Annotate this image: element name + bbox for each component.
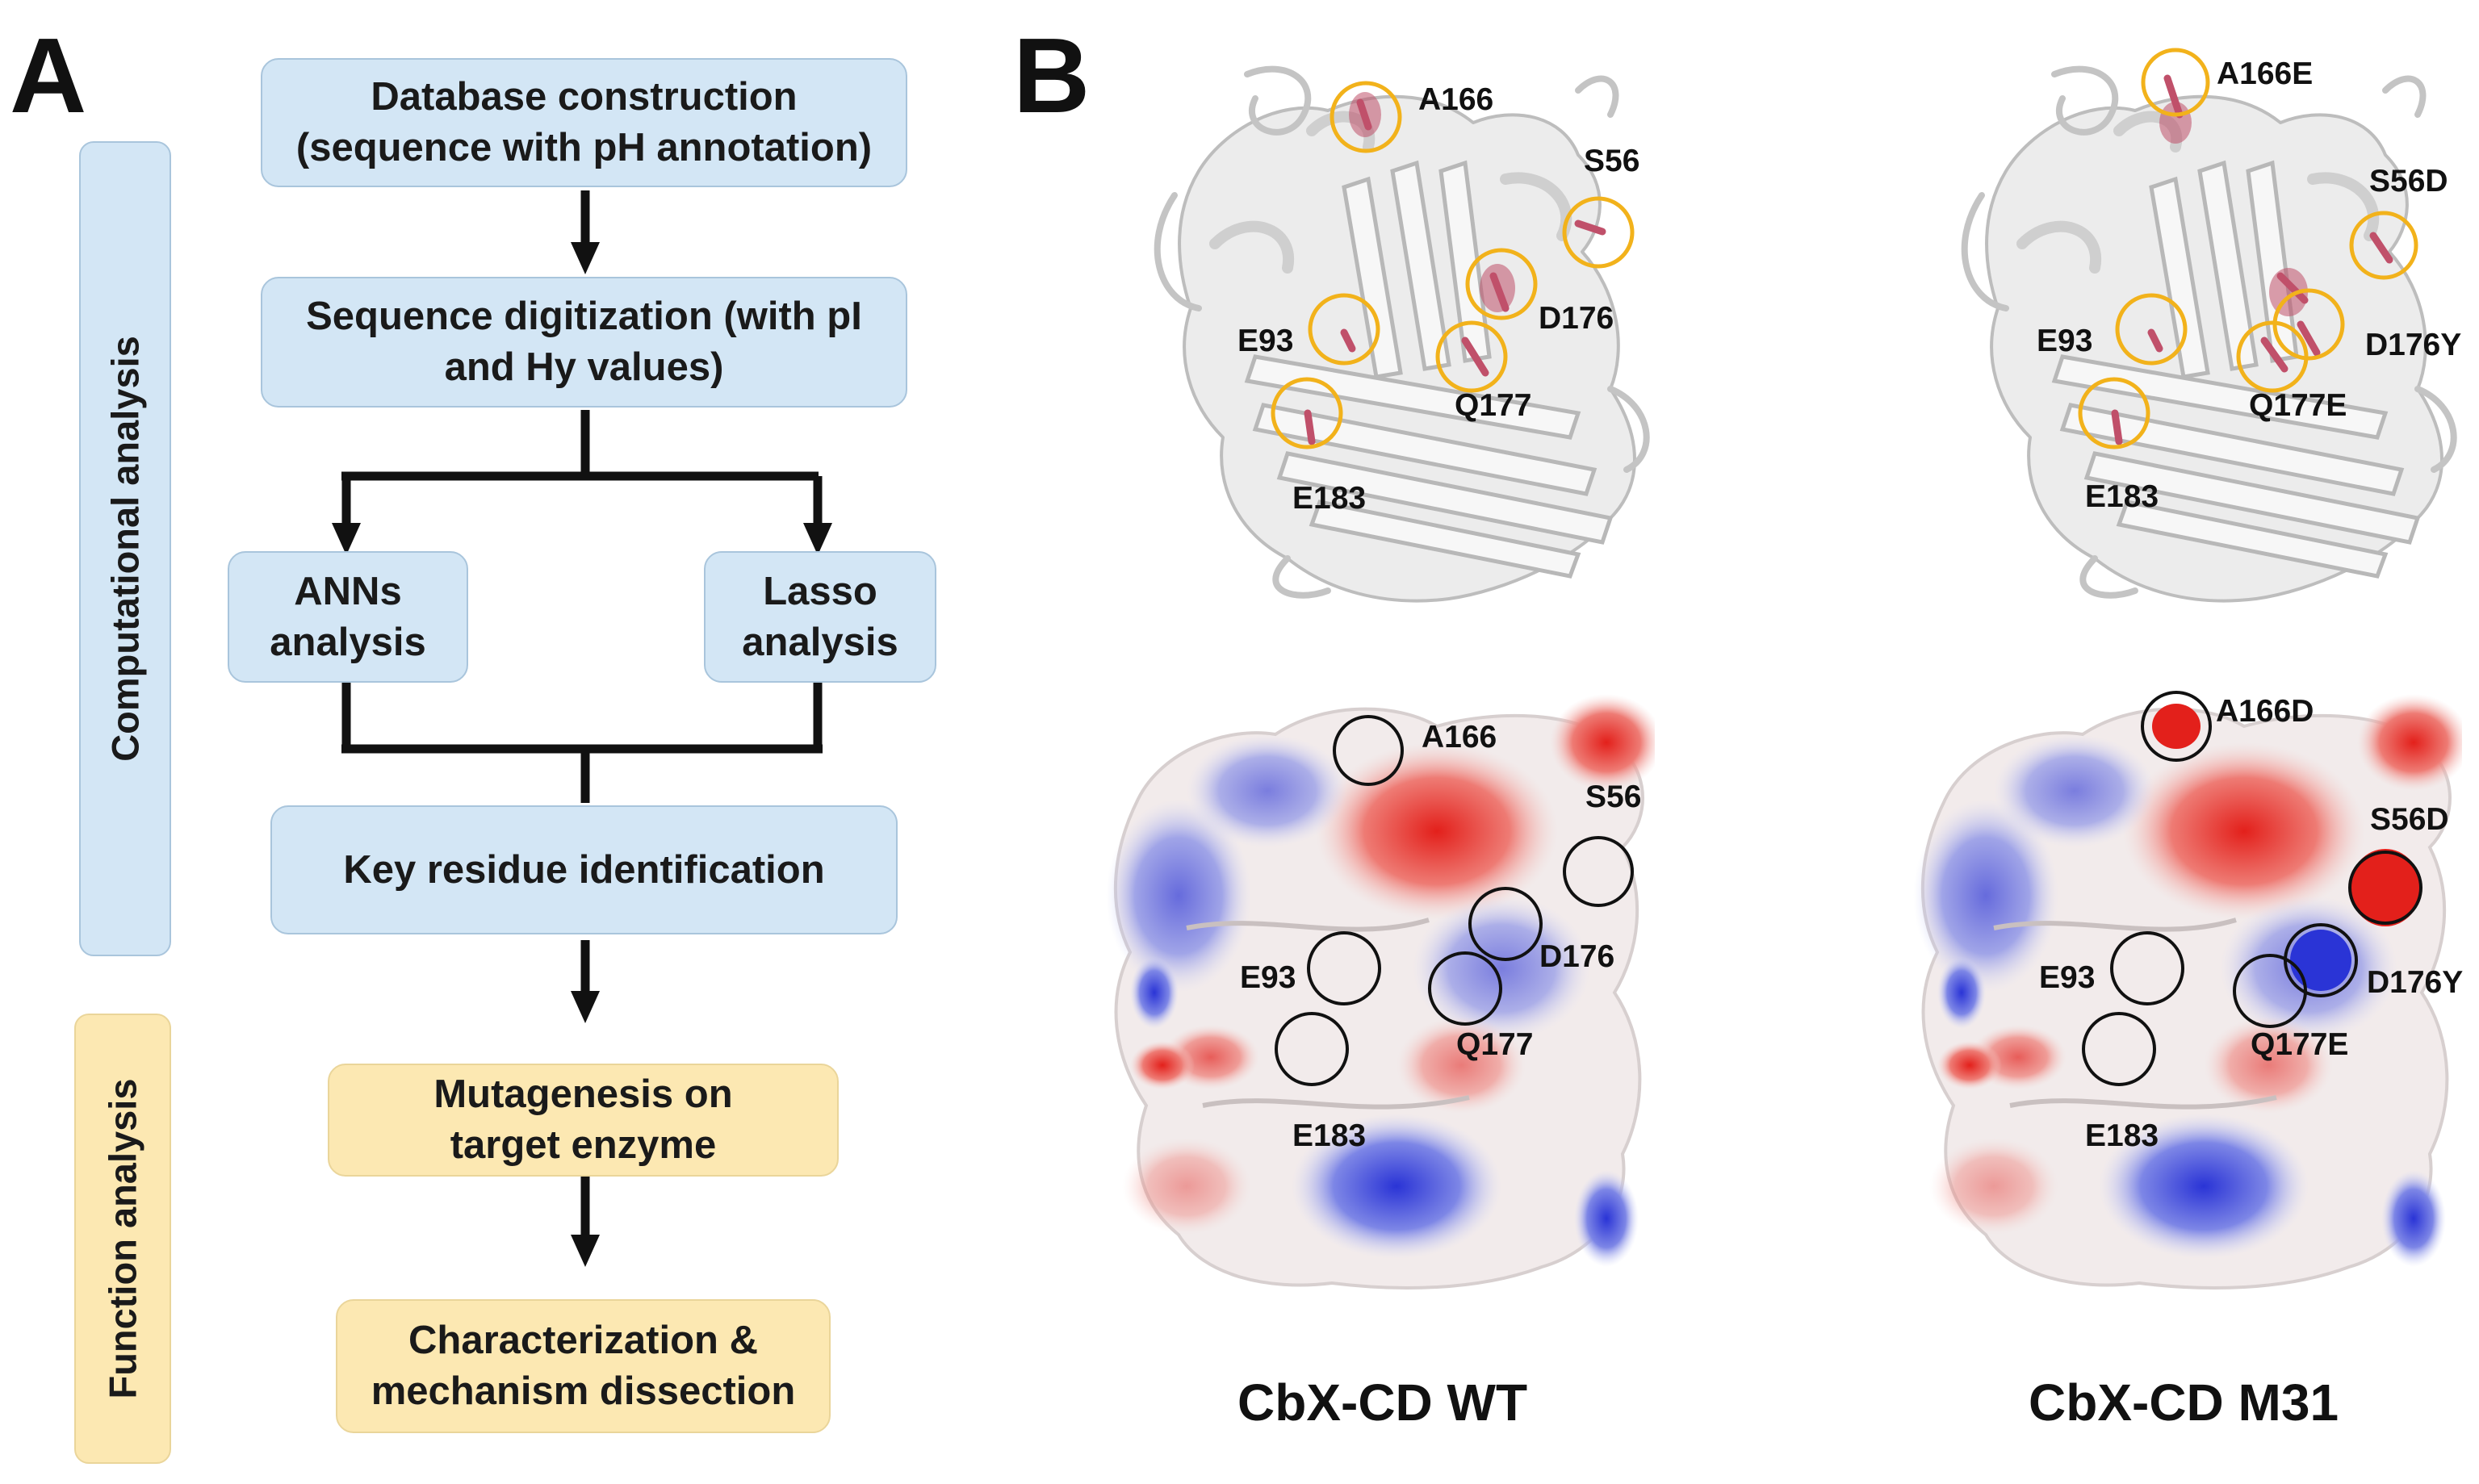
m31-surface-label-d176: D176Y <box>2367 965 2464 1000</box>
key-residue-identification-step: Key residue identification <box>270 805 898 934</box>
function-section-bar <box>74 1014 171 1464</box>
flow-connectors <box>332 190 832 1267</box>
wt-caption: CbX-CD WT <box>1237 1373 1528 1432</box>
mutagenesis-step: Mutagenesis on target enzyme <box>328 1064 839 1177</box>
wt-cartoon-highlights <box>1271 81 1635 449</box>
wt-cartoon-label-a166: A166 <box>1418 82 1494 117</box>
wt-surface-rings <box>1275 715 1634 1086</box>
wt-surface-label-e183: E183 <box>1292 1118 1367 1153</box>
m31-cartoon-label-a166: A166E <box>2217 56 2314 91</box>
anns-analysis-step: ANNs analysis <box>228 551 468 683</box>
wt-surface-label-q177: Q177 <box>1456 1027 1534 1062</box>
m31-cartoon-label-q177: Q177E <box>2249 388 2347 423</box>
wt-surface-label-e93: E93 <box>1240 960 1296 995</box>
wt-cartoon-label-d176: D176 <box>1539 301 1614 336</box>
wt-surface-label-d176: D176 <box>1539 939 1615 974</box>
m31-cartoon-label-s56: S56D <box>2369 164 2448 199</box>
m31-surface-label-q177: Q177E <box>2251 1027 2349 1062</box>
m31-cartoon-label-e93: E93 <box>2037 324 2093 358</box>
m31-caption: CbX-CD M31 <box>2029 1373 2339 1432</box>
computational-section-bar <box>79 141 171 956</box>
m31-surface-label-s56: S56D <box>2370 802 2449 837</box>
m31-surface-label-e183: E183 <box>2085 1118 2159 1153</box>
m31-cartoon-highlights <box>2078 48 2418 449</box>
m31-surface-rings <box>2082 691 2422 1086</box>
m31-cartoon-label-d176: D176Y <box>2365 328 2462 362</box>
lasso-analysis-step: Lasso analysis <box>704 551 936 683</box>
wt-surface-label-s56: S56 <box>1585 780 1642 814</box>
wt-cartoon-label-e183: E183 <box>1292 481 1367 516</box>
wt-cartoon-label-s56: S56 <box>1584 144 1640 178</box>
m31-surface-label-e93: E93 <box>2039 960 2096 995</box>
wt-cartoon-label-q177: Q177 <box>1455 388 1532 423</box>
panel-b-letter: B <box>1013 16 1091 135</box>
m31-surface-label-a166: A166D <box>2216 694 2314 729</box>
m31-cartoon-label-e183: E183 <box>2085 479 2159 514</box>
panel-a-letter: A <box>10 16 87 135</box>
sequence-digitization-step: Sequence digitization (with pI and Hy va… <box>261 277 907 408</box>
database-construction-step: Database construction (sequence with pH … <box>261 58 907 187</box>
characterization-step: Characterization & mechanism dissection <box>336 1299 831 1433</box>
wt-surface-label-a166: A166 <box>1422 720 1497 755</box>
wt-cartoon-label-e93: E93 <box>1237 324 1294 358</box>
